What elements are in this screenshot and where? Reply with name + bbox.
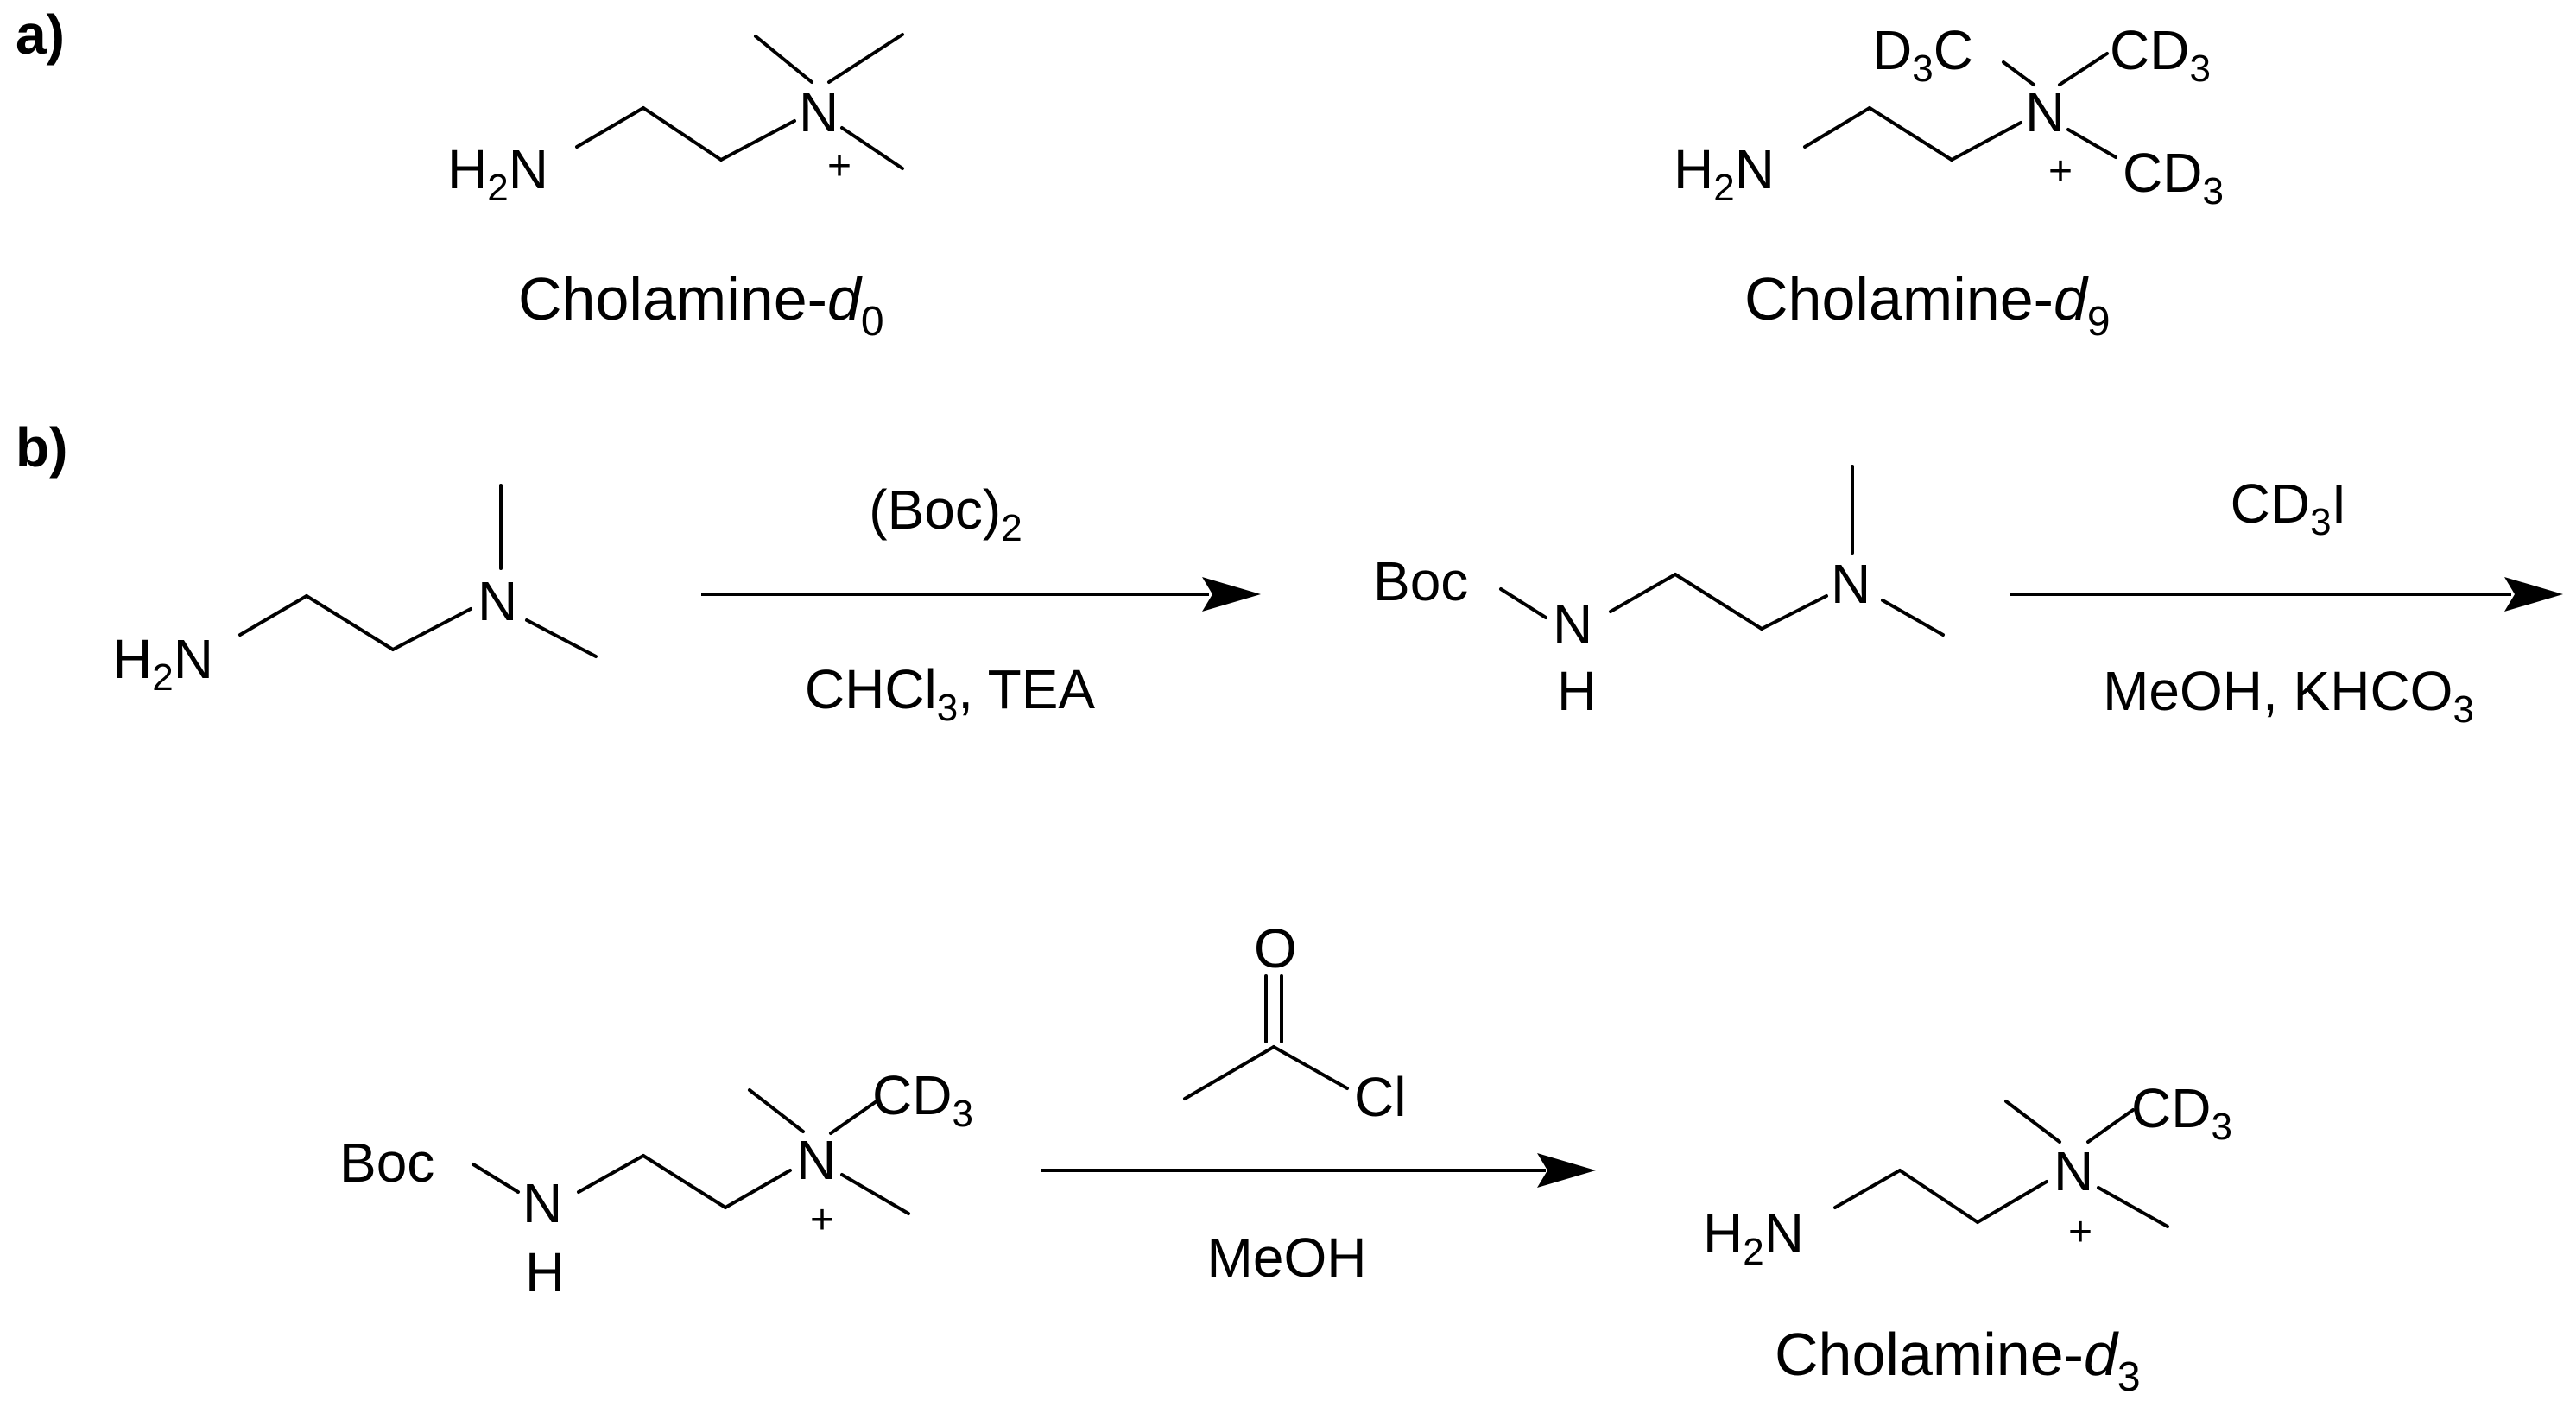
atom-h: H xyxy=(1557,660,1597,722)
atom-h: H xyxy=(525,1241,565,1303)
charge-plus: + xyxy=(2048,149,2073,194)
atom-cd3-top: CD3 xyxy=(2110,19,2211,90)
bonds xyxy=(1183,974,1349,1100)
panel-label-b: b) xyxy=(16,416,67,479)
caption-cholamine-d0: Cholamine-d0 xyxy=(518,265,884,345)
reagent-cd3i: CD3I xyxy=(2231,472,2347,543)
atom-nh2: H2N xyxy=(1703,1202,1804,1273)
atom-n: N xyxy=(2025,81,2065,143)
atom-cd3-bottom: CD3 xyxy=(2123,142,2224,212)
reagent-boc2o: (Boc)2 xyxy=(869,479,1022,549)
atom-cl: Cl xyxy=(1354,1066,1406,1128)
atom-nh: N xyxy=(1553,593,1592,656)
atom-nh: N xyxy=(522,1172,562,1234)
structure-starting-amine: H2N N xyxy=(112,484,598,699)
atom-n: N xyxy=(2054,1140,2093,1202)
bonds xyxy=(1803,52,2117,162)
atom-cd3: CD3 xyxy=(2131,1077,2232,1148)
atom-boc: Boc xyxy=(339,1132,434,1194)
caption-cholamine-d3: Cholamine-d3 xyxy=(1775,1321,2141,1400)
bonds xyxy=(1499,465,1945,637)
bonds xyxy=(1833,1100,2169,1228)
structure-acetyl-chloride: O Cl xyxy=(1183,917,1406,1128)
bonds xyxy=(472,1088,910,1215)
structure-boc-ammonium-d3: Boc N H N + CD3 xyxy=(339,1064,973,1303)
atom-n: N xyxy=(478,570,517,632)
atom-cd3: CD3 xyxy=(872,1064,973,1135)
atom-n: N xyxy=(1831,553,1870,615)
atom-boc: Boc xyxy=(1373,550,1468,612)
structure-cholamine-d9: D3C CD3 H2N N + CD3 xyxy=(1674,19,2224,212)
atom-d3c: D3C xyxy=(1872,19,1973,90)
reaction-arrow-2 xyxy=(2010,577,2563,612)
reaction-arrow-3 xyxy=(1041,1153,1596,1188)
conditions-step2: MeOH, KHCO3 xyxy=(2103,660,2474,731)
charge-plus: + xyxy=(827,143,851,189)
charge-plus: + xyxy=(810,1197,834,1243)
atom-nh2: H2N xyxy=(447,138,548,209)
structure-cholamine-d0: H2N N + xyxy=(447,33,904,209)
atom-n: N xyxy=(796,1129,836,1191)
bonds xyxy=(238,484,598,658)
conditions-step1: CHCl3, TEA xyxy=(805,658,1096,729)
atom-n: N xyxy=(799,81,839,143)
charge-plus: + xyxy=(2068,1209,2092,1255)
structure-boc-amine: Boc N H N xyxy=(1373,465,1945,722)
caption-cholamine-d9: Cholamine-d9 xyxy=(1744,265,2111,345)
atom-nh2: H2N xyxy=(1674,138,1775,209)
conditions-step3: MeOH xyxy=(1207,1227,1367,1289)
atom-o: O xyxy=(1254,917,1297,979)
reaction-arrow-1 xyxy=(701,577,1261,612)
structure-cholamine-d3: H2N N + CD3 xyxy=(1703,1077,2232,1273)
panel-label-a: a) xyxy=(16,3,65,66)
bonds xyxy=(575,33,904,170)
atom-nh2: H2N xyxy=(112,628,213,699)
